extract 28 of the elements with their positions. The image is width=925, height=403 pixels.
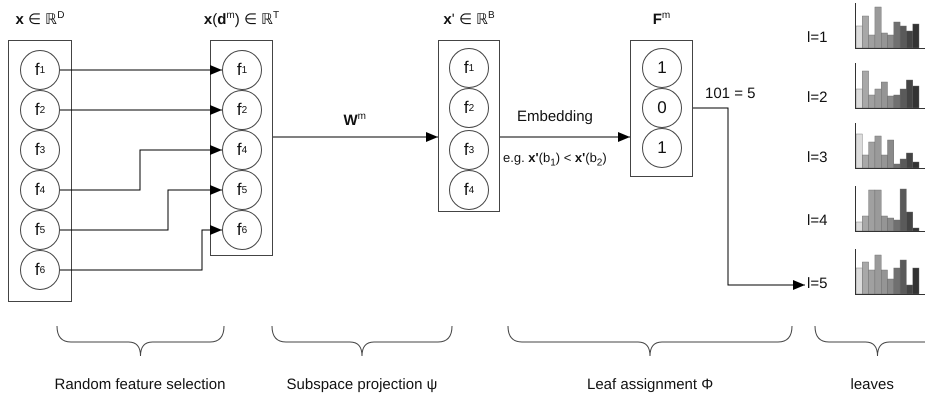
vector-heading: x ∈ ℝ$^{D}$: [16, 9, 64, 30]
section-label: Leaf assignment Φ: [587, 376, 714, 393]
leaf-label: l=3: [807, 149, 828, 167]
arrow: [60, 185, 222, 230]
arrow: [272, 132, 438, 142]
section-label: Random feature selection: [54, 376, 226, 393]
leaf-label: l=2: [807, 89, 828, 107]
edge-label: 101 = 5: [705, 85, 756, 102]
vector-heading: x' ∈ ℝ$^{B}$: [443, 9, 495, 30]
feature-node: 0: [642, 88, 682, 128]
arrow: [60, 145, 222, 190]
arrow: [60, 65, 222, 75]
arrow: [60, 105, 222, 115]
edge-label: W$^{m}$: [344, 111, 366, 129]
feature-node: 1: [642, 48, 682, 88]
leaf-label: l=5: [807, 275, 828, 293]
feature-node: 1: [642, 128, 682, 168]
arrow: [500, 132, 630, 142]
note-text: e.g. x'(b$_{1}$) < x'(b$_{2}$): [503, 150, 607, 169]
arrow: [692, 108, 806, 290]
leaf-label: l=1: [807, 29, 828, 47]
section-label: Subspace projection ψ: [286, 376, 438, 393]
arrow: [60, 225, 222, 270]
vector-heading: x(d$^{m}$) ∈ ℝ$^{T}$: [204, 9, 280, 30]
leaf-label: l=4: [807, 212, 828, 230]
section-label: leaves: [850, 376, 894, 393]
edge-label: Embedding: [517, 108, 593, 125]
vector-heading: F$^{m}$: [652, 9, 670, 30]
